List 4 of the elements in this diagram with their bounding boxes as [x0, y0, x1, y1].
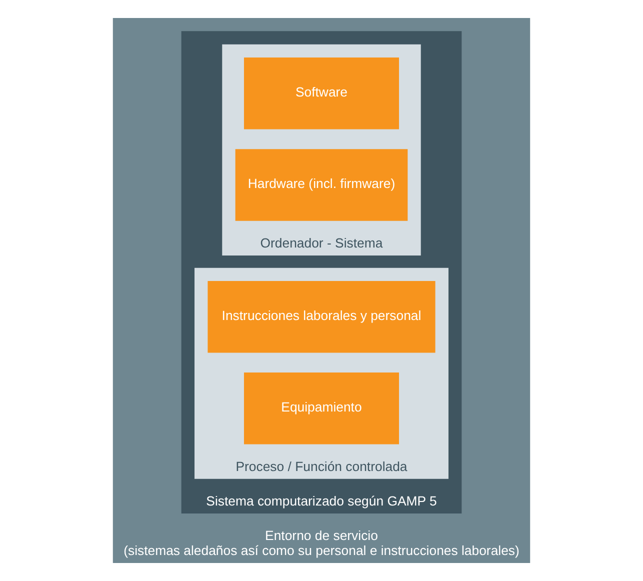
node-box: Instrucciones laborales y personal [208, 281, 436, 353]
node-box: Equipamiento [244, 372, 399, 444]
node-box: Software [244, 58, 399, 130]
node-box: Hardware (incl. firmware) [235, 149, 408, 221]
